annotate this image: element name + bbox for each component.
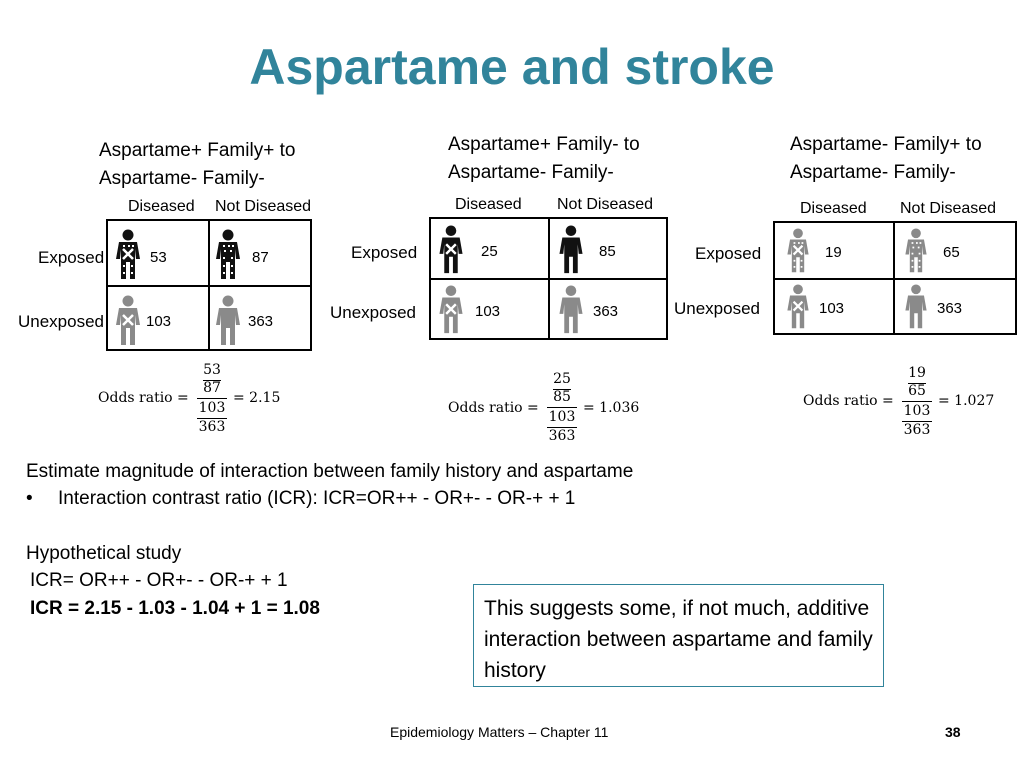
panel-3-row-exposed: Exposed — [695, 244, 762, 263]
panel-3-formula-d: 363 — [903, 422, 931, 438]
panel-1-col-not-diseased: Not Diseased — [215, 198, 312, 215]
person-icon — [216, 295, 240, 345]
person-with-x-icon — [439, 225, 463, 274]
panel-2-formula-label: Odds ratio = — [448, 400, 539, 416]
panel-3-cell-d: 363 — [937, 300, 963, 317]
panel-1-formula-a: 53 — [203, 362, 221, 378]
panel-1-row-exposed: Exposed — [38, 248, 105, 267]
panel-3-cell-b: 65 — [943, 244, 960, 261]
panel-1-cell-a: 53 — [150, 249, 167, 266]
person-with-x-icon — [787, 228, 809, 273]
person-icon — [905, 228, 927, 273]
panel-3-title: Aspartame- Family+ to Aspartame- Family- — [790, 131, 982, 187]
person-with-x-icon — [439, 285, 463, 334]
panel-1-title-line2: Aspartame- Family- — [99, 168, 265, 189]
person-with-x-icon — [787, 284, 809, 329]
footer-text: Epidemiology Matters – Chapter 11 — [390, 724, 609, 740]
panel-2-formula: 25 85 103 363 — [544, 371, 580, 451]
panel-1-title: Aspartame+ Family+ to Aspartame- Family- — [99, 137, 295, 193]
panel-1-formula-c: 103 — [198, 400, 226, 416]
panel-2-cell-b: 85 — [599, 243, 616, 260]
hypothetical-line-1: ICR= OR++ - OR+- - OR-+ + 1 — [30, 570, 288, 591]
hypothetical-heading: Hypothetical study — [26, 543, 182, 564]
panel-2-row-exposed: Exposed — [351, 243, 418, 262]
panel-2-formula-b: 85 — [553, 389, 571, 405]
person-with-x-icon — [116, 295, 140, 345]
body-line-1: Estimate magnitude of interaction betwee… — [26, 461, 634, 482]
panel-2-col-diseased: Diseased — [455, 196, 522, 213]
bullet-symbol: • — [26, 488, 33, 509]
panel-1-table: 53 87 103 363 — [106, 219, 312, 351]
person-icon — [905, 284, 927, 329]
panel-1-row-unexposed: Unexposed — [18, 312, 105, 331]
panel-2-cell-d: 363 — [593, 303, 619, 320]
person-icon — [216, 229, 240, 279]
panel-2-cell-a: 25 — [481, 243, 498, 260]
panel-1-cell-d: 363 — [248, 313, 274, 330]
panel-2-formula-a: 25 — [553, 371, 571, 387]
panel-2-formula-d: 363 — [548, 428, 576, 444]
panel-1-formula-label: Odds ratio = — [98, 390, 189, 406]
panel-2-table: 25 85 103 363 — [429, 217, 668, 340]
slide-title: Aspartame and stroke — [249, 39, 775, 95]
panel-3-formula-a: 19 — [908, 365, 926, 381]
conclusion-box: This suggests some, if not much, additiv… — [473, 584, 884, 687]
panel-1-formula: 53 87 103 363 — [194, 362, 230, 442]
hypothetical-line-2: ICR = 2.15 - 1.03 - 1.04 + 1 = 1.08 — [30, 598, 320, 619]
panel-3-col-not-diseased: Not Diseased — [900, 200, 997, 217]
person-icon — [559, 285, 583, 334]
panel-2-title-line2: Aspartame- Family- — [448, 162, 614, 183]
panel-2-title-line1: Aspartame+ Family- to — [448, 134, 640, 155]
panel-3-formula-result: = 1.027 — [938, 393, 995, 409]
panel-3-table: 19 65 103 363 — [773, 221, 1017, 335]
bullet-item: • Interaction contrast ratio (ICR): ICR=O… — [26, 485, 575, 512]
panel-3-cell-c: 103 — [819, 300, 845, 317]
panel-2-title: Aspartame+ Family- to Aspartame- Family- — [448, 131, 640, 187]
panel-1-title-line1: Aspartame+ Family+ to — [99, 140, 296, 161]
panel-1-formula-result: = 2.15 — [233, 390, 281, 406]
panel-1-formula-d: 363 — [198, 419, 226, 435]
panel-2-row-unexposed: Unexposed — [330, 303, 417, 322]
panel-3-formula-c: 103 — [903, 403, 931, 419]
panel-3-row-unexposed: Unexposed — [674, 299, 761, 318]
panel-3-title-line1: Aspartame- Family+ to — [790, 134, 982, 155]
panel-3-cell-a: 19 — [825, 244, 842, 261]
panel-2-formula-c: 103 — [548, 409, 576, 425]
panel-2-cell-c: 103 — [475, 303, 501, 320]
panel-2-col-not-diseased: Not Diseased — [557, 196, 654, 213]
panel-1-formula-b: 87 — [203, 380, 221, 396]
panel-3-formula: 19 65 103 363 — [899, 365, 935, 445]
panel-1-cell-b: 87 — [252, 249, 269, 266]
page-number: 38 — [945, 724, 961, 740]
person-with-x-icon — [116, 229, 140, 279]
panel-2-formula-result: = 1.036 — [583, 400, 640, 416]
panel-1-col-diseased: Diseased — [128, 198, 195, 215]
panel-3-title-line2: Aspartame- Family- — [790, 162, 956, 183]
person-icon — [559, 225, 583, 274]
panel-3-formula-b: 65 — [908, 383, 926, 399]
panel-1-cell-c: 103 — [146, 313, 172, 330]
bullet-text: Interaction contrast ratio (ICR): ICR=OR… — [58, 488, 576, 509]
panel-3-col-diseased: Diseased — [800, 200, 867, 217]
panel-3-formula-label: Odds ratio = — [803, 393, 894, 409]
